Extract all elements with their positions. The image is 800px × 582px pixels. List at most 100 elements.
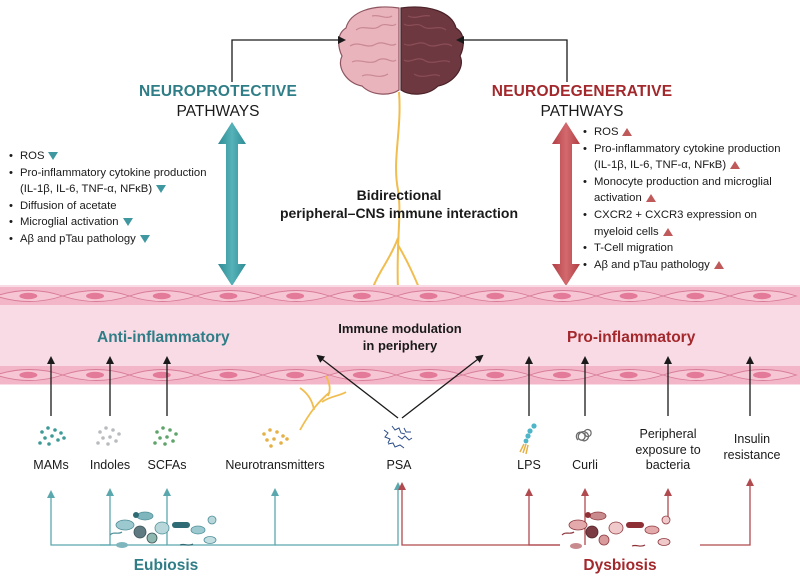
- mams-icon: [38, 426, 66, 446]
- cell-nucleus: [219, 371, 238, 379]
- lps-label: LPS: [517, 458, 541, 472]
- cell-nucleus: [352, 371, 371, 379]
- eubiosis-label: Eubiosis: [133, 557, 199, 574]
- left-effect-item: •ROS: [9, 148, 206, 165]
- neurodegenerative-pathways-title: NEURODEGENERATIVE PATHWAYS: [492, 82, 673, 122]
- cell-nucleus: [152, 292, 171, 300]
- left-effect-item: • Microglial activation: [9, 214, 206, 231]
- insulin-resistance-label: Insulin resistance: [724, 432, 781, 463]
- psa-label: PSA: [386, 458, 412, 472]
- cell-nucleus: [686, 371, 705, 379]
- peripheral-exposure-line2: exposure to: [635, 442, 701, 457]
- neuroprotective-title-accent: NEUROPROTECTIVE: [138, 83, 298, 100]
- right-effect-item: (IL-1β, IL-6, TNF-α, NFκB): [594, 157, 780, 174]
- bullet-icon: •: [9, 216, 13, 229]
- cell-nucleus: [552, 292, 571, 300]
- cell-nucleus: [286, 371, 305, 379]
- right-effect-text: CXCR2 + CXCR3 expression on: [594, 208, 757, 221]
- eubiosis-microbiota-icon: [109, 511, 217, 548]
- neuroprotective-title-plain: PATHWAYS: [176, 103, 260, 120]
- indoles-icon: [96, 426, 121, 446]
- brain-link-left: [231, 36, 346, 82]
- endothelial-cells-bottom: [0, 366, 800, 384]
- immune-modulation-line1: Immune modulation: [338, 321, 462, 336]
- center-title-line2: peripheral–CNS immune interaction: [279, 205, 519, 221]
- blood-vessel: [0, 285, 800, 385]
- cell-nucleus: [619, 371, 638, 379]
- right-effect-text: (IL-1β, IL-6, TNF-α, NFκB): [594, 159, 727, 172]
- decrease-triangle-icon: [122, 218, 133, 227]
- cell-nucleus: [619, 292, 638, 300]
- left-effect-item: • Pro-inflammatory cytokine production: [9, 165, 207, 182]
- bullet-icon: •: [9, 166, 13, 179]
- right-effect-item: myeloid cells: [594, 224, 780, 241]
- right-effect-item: •T-Cell migration: [583, 240, 780, 257]
- insulin-resistance-line2: resistance: [723, 447, 781, 462]
- peripheral-exposure-line1: Peripheral: [639, 427, 697, 441]
- bullet-icon: •: [9, 199, 13, 212]
- neuroprotective-bidirectional-arrow: [218, 122, 246, 286]
- right-effect-item: • CXCR2 + CXCR3 expression on: [583, 207, 780, 224]
- cell-nucleus: [19, 371, 38, 379]
- neuroprotective-effects-list: •ROS•Pro-inflammatory cytokine productio…: [6, 148, 206, 248]
- right-effect-text: activation: [594, 192, 642, 205]
- right-effect-item: • ROS: [583, 124, 780, 141]
- cell-nucleus: [152, 371, 171, 379]
- center-title-line1: Bidirectional: [356, 187, 442, 203]
- peripheral-neuron-icon: [299, 375, 347, 431]
- right-effect-text: ROS: [594, 126, 619, 138]
- right-effect-item: • Monocyte production and microglial: [583, 174, 780, 191]
- left-effect-item: •Diffusion of acetate: [9, 198, 206, 215]
- insulin-resistance-line1: Insulin: [733, 432, 771, 446]
- endothelial-cells-top: [0, 287, 800, 305]
- pro-inflammatory-label: Pro-inflammatory: [567, 329, 696, 346]
- cell-nucleus: [486, 292, 505, 300]
- decrease-triangle-icon: [48, 152, 59, 161]
- right-effect-text: Monocyte production and microglial: [594, 175, 772, 188]
- mams-label: MAMs: [33, 458, 69, 472]
- peripheral-exposure-label: Peripheral exposure to bacteria: [635, 427, 700, 474]
- increase-triangle-icon: [622, 128, 633, 137]
- bullet-icon: •: [583, 126, 587, 138]
- left-effect-text: Microglial activation: [20, 216, 119, 229]
- curli-icon: [575, 428, 592, 442]
- cell-nucleus: [352, 292, 371, 300]
- indoles-label: Indoles: [89, 458, 131, 472]
- dysbiosis-label: Dysbiosis: [583, 557, 657, 574]
- immune-modulation-line2: in periphery: [362, 338, 438, 353]
- neurotransmitters-label: Neurotransmitters: [225, 458, 325, 472]
- cell-nucleus: [86, 292, 105, 300]
- scfas-label: SCFAs: [147, 458, 187, 472]
- bullet-icon: •: [583, 175, 587, 188]
- eubiosis-links: [47, 482, 402, 546]
- anti-inflammatory-label: Anti-inflammatory: [97, 329, 230, 346]
- cell-nucleus: [753, 292, 772, 300]
- neuroprotective-pathways-title: NEUROPROTECTIVE PATHWAYS: [139, 82, 297, 122]
- peripheral-exposure-line3: bacteria: [645, 458, 691, 472]
- bullet-icon: •: [583, 242, 587, 255]
- bullet-icon: •: [9, 232, 13, 245]
- cell-nucleus: [286, 292, 305, 300]
- decrease-triangle-icon: [139, 234, 150, 243]
- factor-arrows: [47, 354, 754, 419]
- cell-nucleus: [86, 371, 105, 379]
- brain-illustration: [338, 6, 464, 95]
- decrease-triangle-icon: [156, 185, 167, 194]
- cell-nucleus: [419, 292, 438, 300]
- bullet-icon: •: [583, 208, 587, 221]
- increase-triangle-icon: [645, 194, 656, 203]
- right-effect-item: • Pro-inflammatory cytokine production: [583, 141, 781, 158]
- bullet-icon: •: [583, 142, 587, 155]
- left-effect-item: (IL-1β, IL-6, TNF-α, NFκB): [20, 181, 206, 198]
- immune-modulation-label: Immune modulation in periphery: [338, 320, 462, 354]
- brain-link-right: [456, 36, 568, 82]
- curli-label: Curli: [572, 458, 598, 472]
- dysbiosis-microbiota-icon: [561, 511, 671, 549]
- right-effect-text: Aβ and pTau pathology: [594, 258, 710, 271]
- left-effect-text: Pro-inflammatory cytokine production: [20, 166, 207, 179]
- cell-nucleus: [486, 371, 505, 379]
- right-effect-text: Pro-inflammatory cytokine production: [594, 142, 781, 155]
- cell-nucleus: [19, 292, 38, 300]
- cell-nucleus: [753, 371, 772, 379]
